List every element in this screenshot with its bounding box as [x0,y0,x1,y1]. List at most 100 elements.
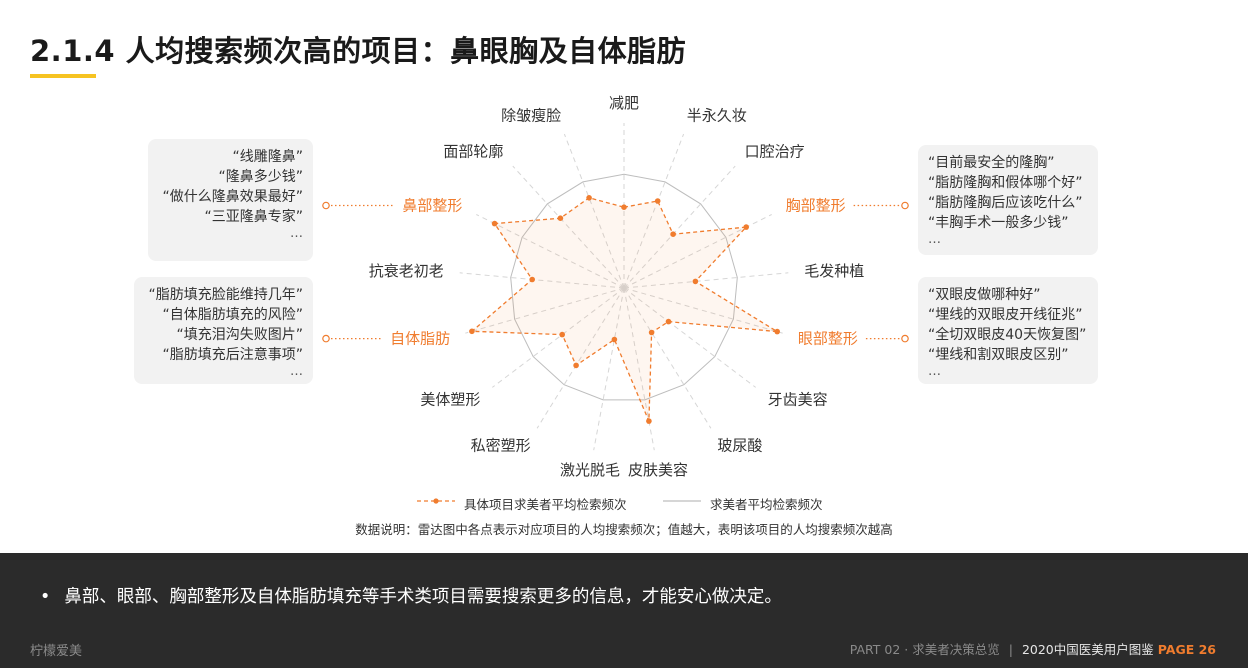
series-point [573,362,579,369]
radar-spoke [623,272,789,289]
conclusion-band: • 鼻部、眼部、胸部整形及自体脂肪填充等手术类项目需要搜索更多的信息，才能安心做决… [0,553,1248,668]
title-underline [30,74,96,78]
connector-ring-icon [322,201,330,210]
query-text: “脂肪隆胸后应该吃什么” [928,195,1083,211]
footer-separator: | [1008,642,1013,657]
radar-spoke [623,165,736,289]
average-polygon [510,173,738,401]
legend-label-average: 求美者平均检索频次 [710,497,823,512]
series-point [611,336,618,343]
callout-nose-queries: “线雕隆鼻” “隆鼻多少钱” “做什么隆鼻效果最好” “三亚隆鼻专家” … [148,139,313,261]
category-label: 毛发种植 [804,262,864,280]
more-ellipsis: … [928,364,941,379]
query-text: “填充泪沟失败图片” [176,327,303,343]
query-text: “脂肪隆胸和假体哪个好” [928,175,1083,191]
category-label: 自体脂肪 [390,330,450,348]
more-ellipsis: … [290,364,303,379]
series-polygon [470,197,778,422]
callout-connectors [322,201,909,343]
radar-spoke [623,287,712,429]
page-number: PAGE 26 [1157,642,1216,657]
query-text: “丰胸手术一般多少钱” [928,215,1069,231]
page-title: 2.1.4 人均搜索频次高的项目：鼻眼胸及自体脂肪 [30,34,687,68]
series-point [469,328,475,335]
radar-spoke [623,287,783,334]
query-text: “三亚隆鼻专家” [204,209,303,225]
category-label: 激光脱毛 [560,461,620,479]
legend-swatch-average [663,500,701,502]
query-text: “脂肪填充脸能维持几年” [148,287,303,303]
query-text: “脂肪填充后注意事项” [162,347,303,363]
category-label: 抗衰老初老 [369,262,444,280]
category-label: 口腔治疗 [745,142,805,160]
series-point [648,329,655,336]
series-point [559,331,565,338]
more-ellipsis: … [290,226,303,241]
series-point [586,195,592,201]
legend-label-series: 具体项目求美者平均检索频次 [464,497,627,512]
callout-fat-queries: “脂肪填充脸能维持几年” “自体脂肪填充的风险” “填充泪沟失败图片” “脂肪填… [134,277,313,384]
category-label: 美体塑形 [420,391,480,409]
category-label: 减肥 [609,94,639,112]
query-text: “双眼皮做哪种好” [928,287,1041,303]
radar-spoke [476,214,625,289]
radar-spoke [459,272,625,289]
brand-name: 柠檬爱美 [30,644,83,659]
radar-spoke [623,133,685,289]
radar-spoke [593,287,625,451]
series-points [469,195,780,424]
query-text: “埋线的双眼皮开线征兆” [928,307,1083,323]
conclusion-sentence: 鼻部、眼部、胸部整形及自体脂肪填充等手术类项目需要搜索更多的信息，才能安心做决定… [64,587,782,607]
series-point [557,215,564,221]
category-label: 玻尿酸 [717,436,762,454]
radar-spoke [491,287,625,388]
connector-ring-icon [322,334,330,343]
query-text: “隆鼻多少钱” [218,169,303,185]
category-label: 半永久妆 [687,107,747,125]
series-point [621,204,627,210]
footer-part: PART 02 · 求美者决策总览 [849,642,1000,657]
query-text: “自体脂肪填充的风险” [162,307,303,323]
bullet-icon: • [40,587,51,607]
radar-spoke [512,165,625,289]
legend-swatch-series [417,498,455,504]
radar-spokes [459,123,789,451]
radar-spoke [465,287,625,334]
radar-spoke [536,287,625,429]
connector-ring-icon [901,201,909,210]
query-text: “全切双眼皮40天恢复图” [928,327,1087,343]
conclusion-text: • 鼻部、眼部、胸部整形及自体脂肪填充等手术类项目需要搜索更多的信息，才能安心做决… [40,583,782,608]
series-point [491,220,498,227]
category-label: 眼部整形 [798,330,858,348]
radar-spoke [563,133,625,289]
series-point [665,318,672,325]
query-text: “埋线和割双眼皮区别” [928,347,1069,363]
more-ellipsis: … [928,232,941,247]
series-point [529,276,535,283]
category-label: 牙齿美容 [768,391,828,409]
query-text: “线雕隆鼻” [232,149,303,165]
series-point [774,328,780,335]
callout-eye-queries: “双眼皮做哪种好” “埋线的双眼皮开线征兆” “全切双眼皮40天恢复图” “埋线… [918,277,1098,384]
category-label: 私密塑形 [471,436,531,454]
query-text: “目前最安全的隆胸” [928,155,1055,171]
query-text: “做什么隆鼻效果最好” [162,189,303,205]
category-label: 鼻部整形 [402,197,462,215]
category-label: 面部轮廓 [443,142,503,160]
category-label: 皮肤美容 [628,461,688,479]
connector-ring-icon [901,334,909,343]
series-point [654,198,661,204]
series-point [692,278,699,285]
category-label: 除皱瘦脸 [501,107,561,125]
data-note: 数据说明：雷达图中各点表示对应项目的人均搜索频次；值越大，表明该项目的人均搜索频… [355,522,893,537]
series-point [743,224,749,230]
series-point [670,231,676,237]
footer-report-title: 2020中国医美用户图鉴 [1021,642,1154,657]
callout-chest-queries: “目前最安全的隆胸” “脂肪隆胸和假体哪个好” “脂肪隆胸后应该吃什么” “丰胸… [918,145,1098,255]
series-point [646,418,652,424]
radar-spoke [623,287,757,388]
category-label: 胸部整形 [786,197,846,215]
